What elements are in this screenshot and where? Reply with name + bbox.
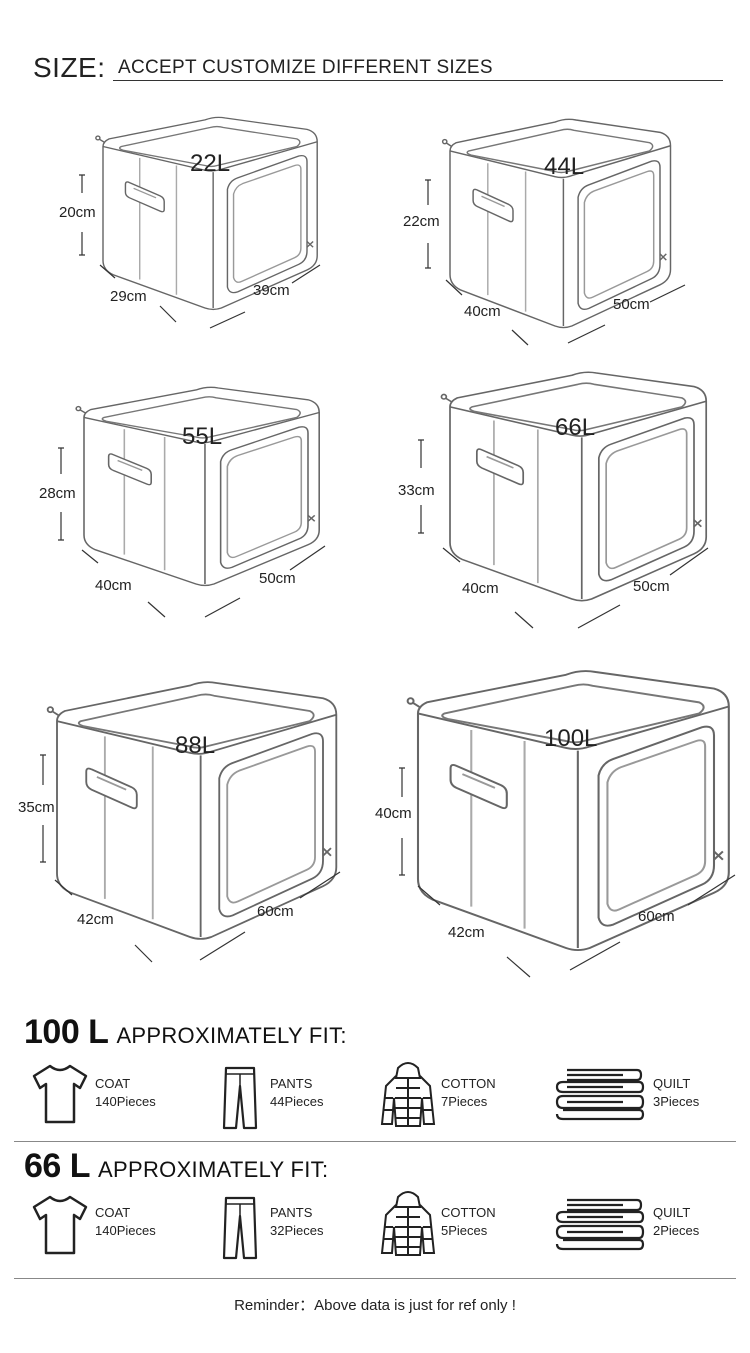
dimension-width: 60cm [638,908,675,925]
fit-item-name: COAT [95,1205,131,1220]
box-capacity-label: 100L [544,725,598,752]
box-capacity-label: 55L [182,423,223,450]
fit-item: PANTS 44Pieces [270,1075,323,1111]
fit-item: COAT 140Pieces [95,1075,156,1111]
box-diagrams [40,116,736,978]
fit-item: QUILT 2Pieces [653,1204,699,1240]
dimension-lines [40,174,736,978]
fit-item: QUILT 3Pieces [653,1075,699,1111]
fit-item: COAT 140Pieces [95,1204,156,1240]
dimension-height: 33cm [398,482,435,499]
box-88l-drawing [46,681,338,940]
fit-item-qty: 32Pieces [270,1223,324,1238]
fit-item-qty: 7Pieces [441,1094,488,1109]
dimension-width: 50cm [613,296,650,313]
t-shirt-icon [32,1064,88,1124]
puffer-jacket-icon [380,1062,436,1127]
fit-label: APPROXIMATELY FIT: [98,1157,329,1182]
box-55l-drawing [75,386,320,587]
dimension-depth: 42cm [77,911,114,928]
fit-item: PANTS 32Pieces [270,1204,323,1240]
dimension-height: 20cm [59,204,96,221]
fit-item-qty: 5Pieces [441,1223,488,1238]
fit-item-qty: 3Pieces [653,1094,700,1109]
dimension-width: 50cm [259,570,296,587]
fit-item: COTTON 7Pieces [441,1075,496,1111]
fit-item-name: QUILT [653,1076,691,1091]
fit-item-name: PANTS [270,1205,313,1220]
size-subtitle: ACCEPT CUSTOMIZE DIFFERENT SIZES [118,57,493,78]
dimension-height: 35cm [18,799,55,816]
dimension-depth: 40cm [464,303,501,320]
t-shirt-icon [32,1195,88,1255]
dimension-width: 60cm [257,903,294,920]
size-heading: SIZE: [33,52,106,83]
section-divider [14,1141,736,1142]
dimension-depth: 40cm [462,580,499,597]
folded-quilt-icon [555,1198,645,1251]
box-capacity-label: 44L [544,153,585,180]
fit-section-heading: 66 L APPROXIMATELY FIT: [24,1147,328,1186]
fit-item: COTTON 5Pieces [441,1204,496,1240]
puffer-jacket-icon [380,1191,436,1256]
dimension-depth: 42cm [448,924,485,941]
dimension-depth: 29cm [110,288,147,305]
dimension-width: 50cm [633,578,670,595]
fit-label: APPROXIMATELY FIT: [116,1023,347,1048]
fit-item-name: COAT [95,1076,131,1091]
fit-item-name: COTTON [441,1205,496,1220]
fit-item-name: COTTON [441,1076,496,1091]
fit-item-qty: 140Pieces [95,1094,156,1109]
dimension-height: 22cm [403,213,440,230]
box-capacity-label: 22L [190,150,231,177]
box-100l-drawing [406,670,730,952]
fit-item-qty: 2Pieces [653,1223,700,1238]
dimension-height: 40cm [375,805,412,822]
folded-quilt-icon [555,1068,645,1121]
fit-section-heading: 100 L APPROXIMATELY FIT: [24,1013,347,1052]
dimension-width: 39cm [253,282,290,299]
pants-icon [222,1066,258,1130]
fit-capacity: 100 L [24,1013,109,1051]
section-divider [14,1278,736,1279]
box-capacity-label: 66L [555,414,596,441]
fit-item-qty: 140Pieces [95,1223,156,1238]
dimension-height: 28cm [39,485,76,502]
box-66l-drawing [440,371,708,602]
fit-item-name: PANTS [270,1076,313,1091]
reminder-note: Reminder：Above data is just for ref only… [234,1297,516,1314]
fit-item-qty: 44Pieces [270,1094,324,1109]
box-22l-drawing [95,116,318,311]
header-divider [113,80,723,81]
fit-item-name: QUILT [653,1205,691,1220]
fit-capacity: 66 L [24,1147,91,1185]
box-capacity-label: 88L [175,732,216,759]
dimension-depth: 40cm [95,577,132,594]
pants-icon [222,1196,258,1260]
